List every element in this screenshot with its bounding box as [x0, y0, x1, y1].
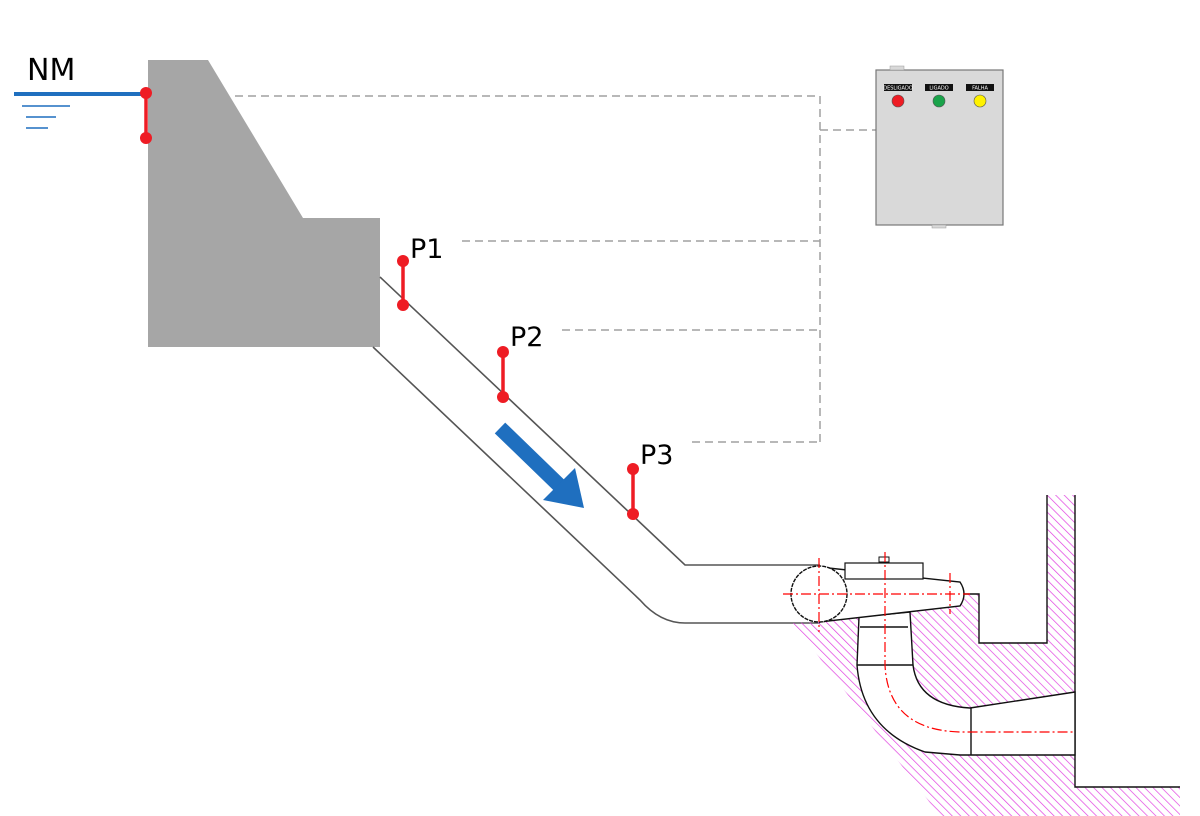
flow-arrow-icon: [494, 422, 584, 508]
dam: [148, 60, 380, 347]
sensor-p1: [397, 255, 409, 311]
p1-label: P1: [410, 234, 443, 265]
indicator-label: DESLIGADO: [883, 86, 913, 92]
sensor-p3: [627, 463, 639, 520]
indicator-falha: FALHA: [966, 84, 994, 108]
sensor-p2: [497, 346, 509, 403]
centerlines: [783, 552, 1075, 733]
red-light-icon: [891, 94, 905, 108]
penstock: [372, 276, 820, 624]
indicator-label: LIGADO: [929, 86, 948, 92]
reservoir-water: [14, 92, 148, 129]
yellow-light-icon: [973, 94, 987, 108]
p2-label: P2: [510, 322, 543, 353]
control-panel: DESLIGADO LIGADO FALHA: [875, 65, 1004, 229]
green-light-icon: [932, 94, 946, 108]
indicator-label: FALHA: [972, 86, 988, 92]
foundation-hatch: [793, 495, 1180, 816]
water-level-label: NM: [27, 53, 75, 88]
indicator-ligado: LIGADO: [925, 84, 953, 108]
indicator-desligado: DESLIGADO: [883, 84, 913, 108]
sensor-nm: [140, 87, 152, 144]
powerhouse-outline: [962, 495, 1180, 788]
p3-label: P3: [640, 440, 673, 471]
signal-wiring: [235, 95, 876, 443]
